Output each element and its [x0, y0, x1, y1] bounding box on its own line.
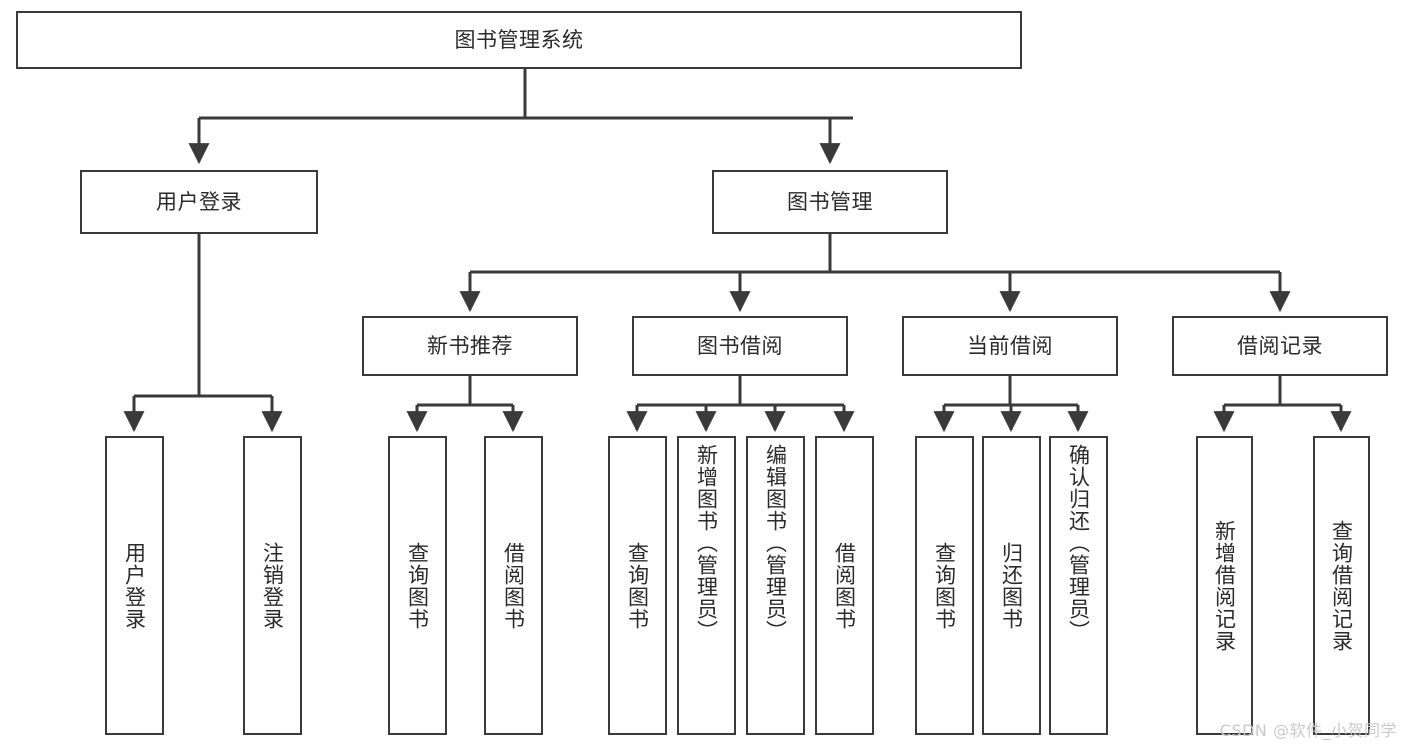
- leaf-logout[interactable]: 注销登录: [243, 436, 302, 735]
- node-root-label: 图书管理系统: [454, 27, 584, 52]
- leaf-edit-book-admin-label: 编辑图书（管理员）: [763, 444, 788, 642]
- leaf-return-books[interactable]: 归还图书: [982, 436, 1041, 735]
- leaf-query-borrow-record-label: 查询借阅记录: [1329, 519, 1354, 652]
- leaf-query-books-current[interactable]: 查询图书: [915, 436, 974, 735]
- node-book-management-label: 图书管理: [787, 189, 873, 214]
- node-borrow-records-label: 借阅记录: [1237, 333, 1323, 358]
- leaf-borrow-books-recommend[interactable]: 借阅图书: [484, 436, 543, 735]
- node-borrow-records[interactable]: 借阅记录: [1172, 316, 1388, 376]
- leaf-query-books-borrow[interactable]: 查询图书: [608, 436, 667, 735]
- node-new-book-recommend-label: 新书推荐: [427, 333, 513, 358]
- leaf-add-book-admin[interactable]: 新增图书（管理员）: [677, 436, 736, 735]
- leaf-borrow-books[interactable]: 借阅图书: [815, 436, 874, 735]
- node-book-management[interactable]: 图书管理: [712, 170, 948, 234]
- leaf-query-books-recommend-label: 查询图书: [405, 541, 430, 630]
- node-current-borrow[interactable]: 当前借阅: [902, 316, 1118, 376]
- leaf-confirm-return-admin[interactable]: 确认归还（管理员）: [1049, 436, 1108, 735]
- leaf-query-borrow-record[interactable]: 查询借阅记录: [1313, 436, 1370, 735]
- leaf-add-book-admin-label: 新增图书（管理员）: [694, 444, 719, 642]
- node-new-book-recommend[interactable]: 新书推荐: [362, 316, 578, 376]
- leaf-query-books-borrow-label: 查询图书: [625, 541, 650, 630]
- leaf-borrow-books-label: 借阅图书: [832, 541, 857, 630]
- leaf-add-borrow-record-label: 新增借阅记录: [1212, 519, 1237, 652]
- leaf-confirm-return-admin-label: 确认归还（管理员）: [1066, 444, 1091, 642]
- node-user-login-label: 用户登录: [156, 189, 242, 214]
- node-current-borrow-label: 当前借阅: [967, 333, 1053, 358]
- leaf-user-login[interactable]: 用户登录: [105, 436, 164, 735]
- leaf-add-borrow-record[interactable]: 新增借阅记录: [1196, 436, 1253, 735]
- leaf-return-books-label: 归还图书: [999, 541, 1024, 630]
- leaf-edit-book-admin[interactable]: 编辑图书（管理员）: [746, 436, 805, 735]
- leaf-query-books-recommend[interactable]: 查询图书: [388, 436, 447, 735]
- leaf-logout-label: 注销登录: [260, 541, 285, 630]
- leaf-borrow-books-recommend-label: 借阅图书: [501, 541, 526, 630]
- node-book-borrow[interactable]: 图书借阅: [632, 316, 848, 376]
- leaf-query-books-current-label: 查询图书: [932, 541, 957, 630]
- node-root[interactable]: 图书管理系统: [16, 11, 1022, 69]
- node-book-borrow-label: 图书借阅: [697, 333, 783, 358]
- node-user-login[interactable]: 用户登录: [80, 170, 318, 234]
- leaf-user-login-label: 用户登录: [122, 541, 147, 630]
